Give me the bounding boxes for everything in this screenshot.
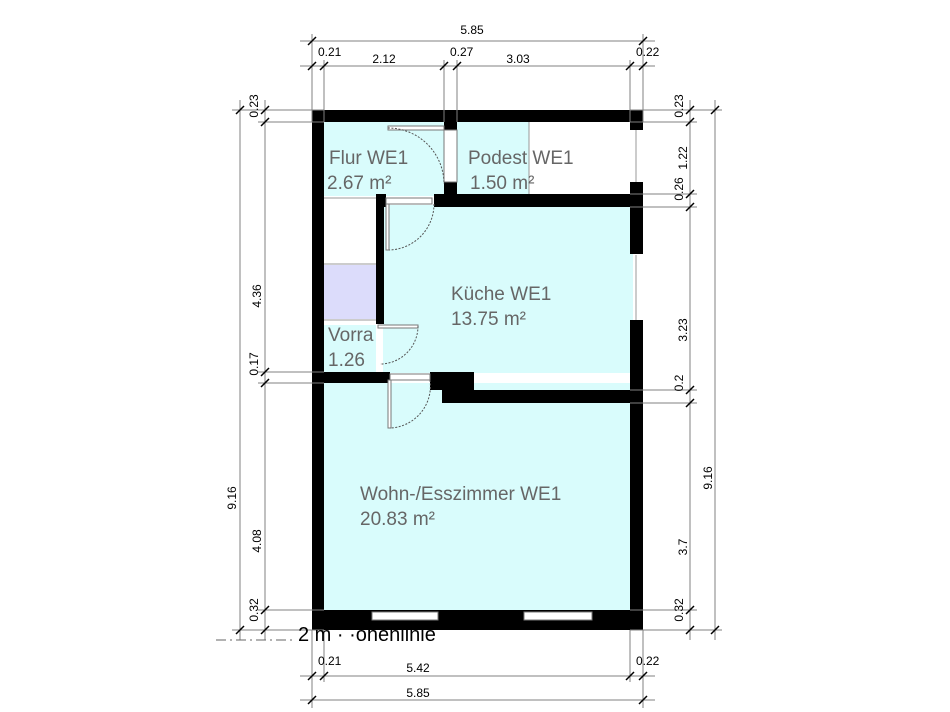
wall-flur-right-top	[444, 110, 457, 130]
dim-bottom-seg-2: 5.42	[406, 661, 430, 675]
wall-mid-left	[312, 372, 390, 383]
door-leaf-wohn	[389, 373, 431, 381]
room-name-podest: Podest WE1	[468, 148, 574, 169]
left-dimensions: 9.16 0.23 4.36 0.17 4.08 0.32	[225, 94, 324, 640]
dim-right-seg-6: 3.7	[676, 538, 690, 555]
dim-right-seg-1: 0.23	[672, 94, 686, 118]
dim-top-seg-4: 3.03	[506, 52, 530, 66]
dim-right-seg-7: 0.32	[672, 598, 686, 622]
room-name-wohn: Wohn-/Esszimmer WE1	[360, 484, 561, 505]
dim-left-outer: 9.16	[225, 486, 239, 510]
dim-bottom-total: 5.85	[406, 686, 430, 700]
walls	[312, 110, 643, 630]
kueche-fill	[383, 205, 633, 373]
room-area-kueche: 13.75 m²	[451, 309, 526, 330]
door-arc-flur	[387, 127, 445, 185]
room-name-flur: Flur WE1	[329, 148, 408, 169]
room-area-flur: 2.67 m²	[327, 173, 391, 194]
window-1	[371, 611, 439, 621]
wall-top	[312, 110, 643, 122]
dim-left-seg-2: 4.36	[250, 284, 264, 308]
dim-right-outer: 9.16	[701, 466, 715, 490]
dim-bottom-seg-1: 0.21	[318, 654, 342, 668]
dim-left-seg-4: 4.08	[250, 529, 264, 553]
room-area-podest: 1.50 m²	[470, 173, 534, 194]
right-dimensions: 0.23 1.22 0.26 3.23 0.2 3.7 0.32 9.16	[630, 94, 722, 640]
dim-top-seg-3: 0.27	[450, 45, 474, 59]
wall-mid-right	[442, 390, 632, 403]
room-labels: Flur WE1 2.67 m² Podest WE1 1.50 m² Küch…	[327, 148, 574, 530]
dim-top-total: 5.85	[460, 23, 484, 37]
door-jamb-wohn	[387, 379, 392, 429]
door-leaf-flur	[387, 125, 445, 131]
window-2	[523, 611, 593, 621]
vorrat-fill	[324, 325, 376, 372]
dim-top-seg-2: 2.12	[372, 52, 396, 66]
room-name-kueche: Küche WE1	[451, 284, 551, 305]
door-arc-wohn	[389, 379, 431, 429]
door-leaf-kitchen	[385, 197, 433, 205]
doors	[377, 125, 445, 429]
door-arc-kitchen	[387, 203, 435, 251]
wall-right-mid1	[630, 182, 643, 254]
storage-fill	[324, 265, 376, 319]
wohnzimmer-fill	[324, 383, 633, 611]
door-jamb-kitchen	[385, 203, 390, 251]
room-name-vorrat: Vorra	[328, 325, 374, 346]
wall-kitchen-left	[376, 194, 384, 324]
wall-kitchen-top	[434, 194, 634, 207]
dim-right-seg-3: 0.26	[672, 177, 686, 201]
dim-right-seg-5: 0.2	[672, 374, 686, 391]
thin-lines	[324, 122, 637, 321]
height-line-label: 2 m · ·öhenlinie	[298, 624, 436, 646]
bottom-dimensions: 0.21 5.42 0.22 5.85	[300, 630, 660, 708]
dim-top-seg-1: 0.21	[318, 45, 342, 59]
door-arc-vorrat	[379, 325, 419, 365]
door-leaf-vorrat	[377, 324, 419, 329]
room-area-vorrat: 1.26	[328, 350, 365, 371]
wall-left	[312, 110, 324, 630]
room-area-wohn: 20.83 m²	[360, 509, 435, 530]
dim-right-seg-2: 1.22	[676, 146, 690, 170]
windows	[371, 129, 593, 621]
dim-right-seg-4: 3.23	[676, 318, 690, 342]
dim-bottom-seg-3: 0.22	[636, 654, 660, 668]
room-fills	[324, 122, 633, 611]
dim-left-seg-3: 0.17	[247, 352, 261, 376]
window-top	[443, 129, 458, 183]
wall-mid-block2	[442, 372, 456, 402]
height-line: 2 m · ·öhenlinie	[216, 624, 436, 646]
dim-top-seg-5: 0.22	[636, 45, 660, 59]
dim-left-seg-1: 0.23	[247, 94, 261, 118]
wall-right-mid2	[630, 320, 643, 630]
podest-fill	[455, 122, 529, 194]
top-dimensions: 5.85 0.21 2.12 0.27 3.03 0.22	[300, 23, 660, 122]
wall-right-upper	[630, 110, 643, 130]
dim-left-seg-5: 0.32	[247, 598, 261, 622]
flur-fill	[324, 122, 446, 196]
